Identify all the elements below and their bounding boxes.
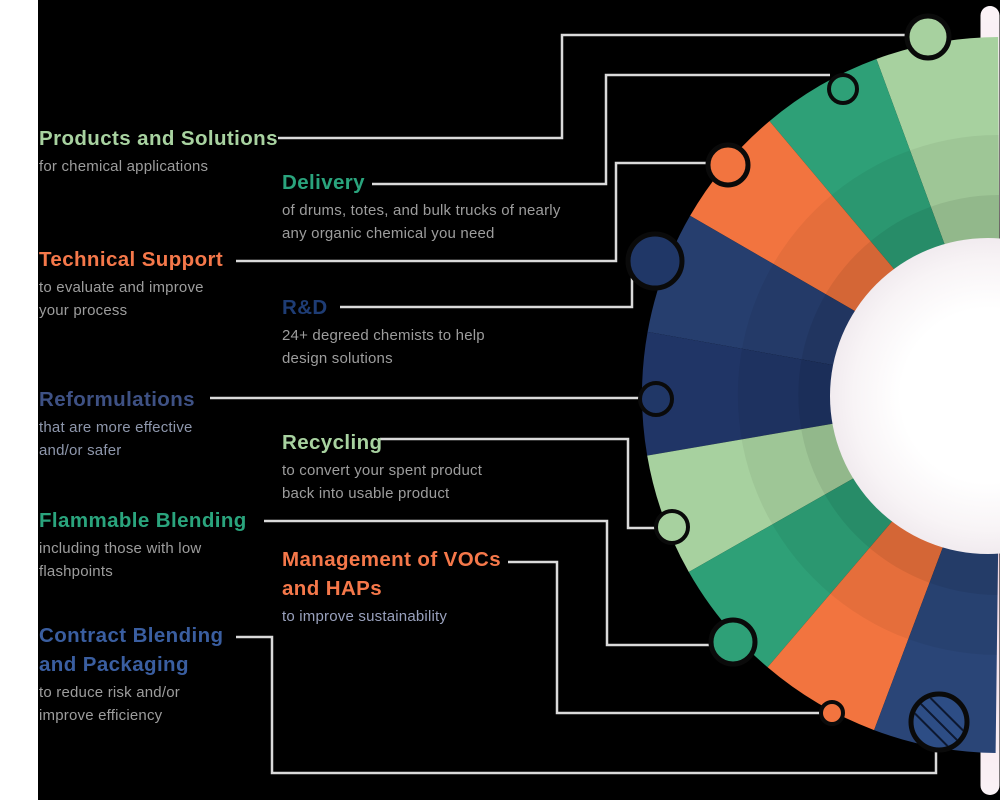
label-title-contract-blending: and Packaging bbox=[39, 653, 189, 676]
node-technical-support bbox=[705, 142, 751, 188]
node-recycling bbox=[654, 509, 690, 545]
label-desc-line: 24+ degreed chemists to help bbox=[282, 327, 485, 344]
label-desc-line: your process bbox=[39, 302, 128, 319]
wheel-segment-management-of-vocs bbox=[767, 501, 951, 731]
node-delivery bbox=[827, 73, 859, 105]
label-desc-line: that are more effective bbox=[39, 419, 193, 436]
label-desc-line: for chemical applications bbox=[39, 158, 209, 175]
connector-r-and-d bbox=[340, 276, 634, 309]
label-desc-line: including those with low bbox=[39, 540, 202, 557]
label-contract-blending: Contract Blending and Packaging to reduce … bbox=[39, 621, 223, 727]
label-desc-line: back into usable product bbox=[282, 485, 450, 502]
connector-recycling bbox=[380, 437, 657, 530]
label-desc-management-of-vocs: to improve sustainability bbox=[282, 605, 501, 628]
wheel-segment-reformulations bbox=[642, 331, 863, 456]
node-reformulations bbox=[638, 381, 674, 417]
connector-flammable-blending bbox=[264, 519, 712, 647]
label-management-of-vocs: Management of VOCs and HAPs to improve sus… bbox=[282, 545, 501, 628]
wheel-segment-r-and-d bbox=[647, 215, 879, 371]
connector-delivery bbox=[372, 73, 830, 186]
label-desc-line: and/or safer bbox=[39, 442, 122, 459]
label-recycling: Recycling to convert your spent product ba… bbox=[282, 428, 482, 505]
connector-technical-support bbox=[236, 161, 709, 263]
label-desc-line: any organic chemical you need bbox=[282, 225, 495, 242]
label-title-delivery: Delivery bbox=[282, 171, 365, 194]
connector-contract-blending bbox=[236, 635, 938, 775]
label-desc-delivery: of drums, totes, and bulk trucks of near… bbox=[282, 199, 561, 245]
node-r-and-d bbox=[625, 231, 685, 291]
label-desc-line: to improve sustainability bbox=[282, 608, 448, 625]
label-desc-products-and-solutions: for chemical applications bbox=[39, 155, 278, 178]
node-management-of-vocs bbox=[819, 700, 845, 726]
label-desc-recycling: to convert your spent product back into u… bbox=[282, 459, 482, 505]
label-desc-line: flashpoints bbox=[39, 563, 113, 580]
wheel-segment-flammable-blending bbox=[688, 464, 910, 668]
label-title-flammable-blending: Flammable Blending bbox=[39, 509, 247, 532]
wheel-center-circle bbox=[830, 238, 1000, 554]
label-title-management-of-vocs: and HAPs bbox=[282, 577, 383, 600]
node-contract-blending bbox=[908, 691, 970, 753]
label-desc-line: improve efficiency bbox=[39, 707, 163, 724]
label-products-and-solutions: Products and Solutions for chemical appli… bbox=[39, 124, 278, 178]
label-r-and-d: R&D 24+ degreed chemists to help design so… bbox=[282, 293, 485, 370]
wheel-segment-delivery bbox=[769, 59, 952, 288]
label-desc-contract-blending: to reduce risk and/or improve efficiency bbox=[39, 681, 223, 727]
label-title-reformulations: Reformulations bbox=[39, 388, 195, 411]
label-desc-line: design solutions bbox=[282, 350, 393, 367]
label-desc-line: to evaluate and improve bbox=[39, 279, 204, 296]
node-products-and-solutions bbox=[904, 13, 952, 61]
wheel-inner-band-2 bbox=[798, 194, 1000, 595]
wheel-segment-recycling bbox=[647, 418, 879, 572]
label-title-r-and-d: R&D bbox=[282, 296, 328, 319]
label-desc-r-and-d: 24+ degreed chemists to help design solut… bbox=[282, 324, 485, 370]
label-reformulations: Reformulations that are more effective and… bbox=[39, 385, 195, 462]
label-desc-line: to reduce risk and/or bbox=[39, 684, 180, 701]
left-page-strip bbox=[0, 0, 38, 800]
label-desc-line: of drums, totes, and bulk trucks of near… bbox=[282, 202, 561, 219]
label-technical-support: Technical Support to evaluate and improve… bbox=[39, 245, 223, 322]
label-title-recycling: Recycling bbox=[282, 431, 383, 454]
connector-products-and-solutions bbox=[278, 33, 908, 140]
label-desc-flammable-blending: including those with low flashpoints bbox=[39, 537, 247, 583]
wheel-segment-products-and-solutions bbox=[876, 37, 1000, 264]
label-title-management-of-vocs: Management of VOCs bbox=[282, 548, 502, 571]
connector-management-of-vocs bbox=[508, 560, 822, 715]
label-desc-reformulations: that are more effective and/or safer bbox=[39, 416, 195, 462]
label-title-contract-blending: Contract Blending bbox=[39, 624, 224, 647]
wheel-segment-contract-blending bbox=[874, 526, 999, 753]
label-flammable-blending: Flammable Blending including those with l… bbox=[39, 506, 247, 583]
label-desc-technical-support: to evaluate and improve your process bbox=[39, 276, 223, 322]
label-delivery: Delivery of drums, totes, and bulk trucks… bbox=[282, 168, 561, 245]
label-title-products-and-solutions: Products and Solutions bbox=[39, 127, 278, 150]
label-desc-line: to convert your spent product bbox=[282, 462, 483, 479]
label-title-technical-support: Technical Support bbox=[39, 248, 224, 271]
node-flammable-blending bbox=[708, 617, 758, 667]
